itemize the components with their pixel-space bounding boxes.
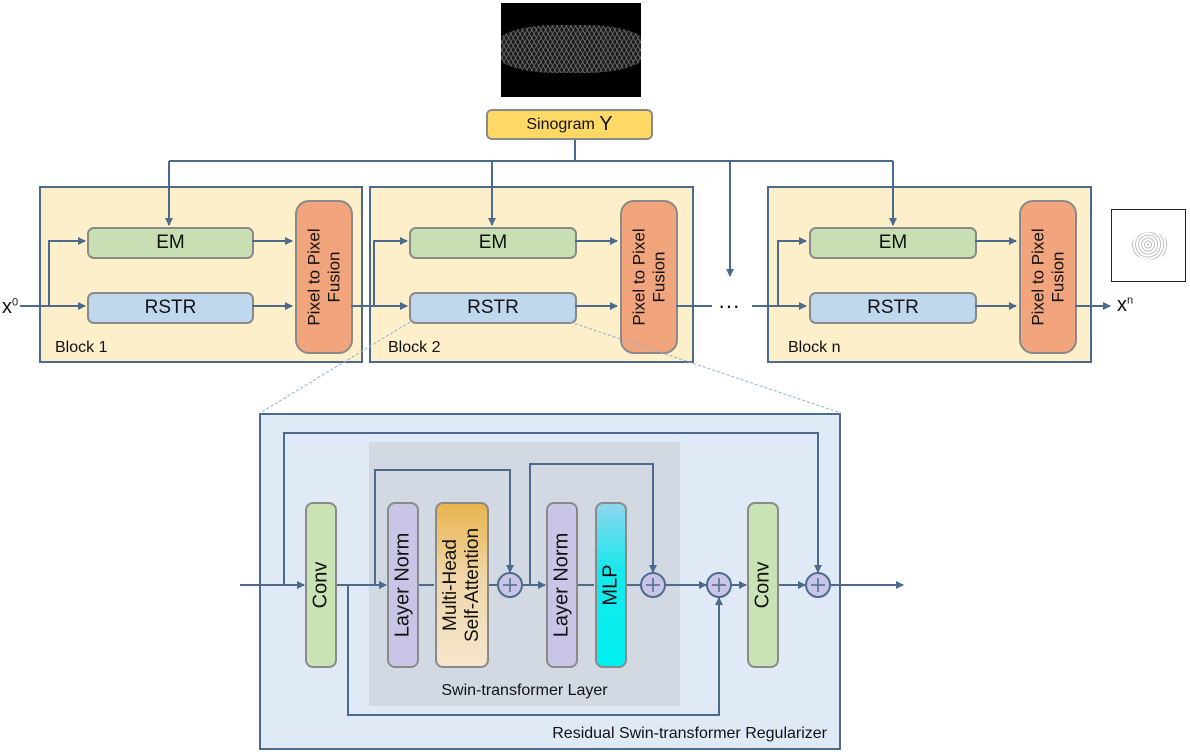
block-2: EM RSTR Pixel to Pixel Fusion Block 2 <box>369 186 694 363</box>
sinogram-symbol: Y <box>599 113 613 135</box>
input-label: x0 <box>2 296 19 318</box>
sinogram-box: Sinogram Y <box>486 109 653 140</box>
block-1: EM RSTR Pixel to Pixel Fusion Block 1 <box>39 186 363 363</box>
block-n-rstr: RSTR <box>809 292 977 324</box>
block-n-em: EM <box>809 227 977 259</box>
block-n-fusion: Pixel to Pixel Fusion <box>1019 200 1077 354</box>
block-1-em: EM <box>87 227 254 259</box>
block-2-em: EM <box>409 227 577 259</box>
swin-panel: Swin-transformer Layer <box>369 442 680 706</box>
output-image <box>1111 209 1186 282</box>
conv-1: Conv <box>305 502 337 668</box>
block-1-fusion: Pixel to Pixel Fusion <box>295 200 353 354</box>
sinogram-image <box>501 3 641 97</box>
block-2-rstr: RSTR <box>409 292 577 324</box>
mlp-block: MLP <box>595 502 627 668</box>
regularizer-title: Residual Swin-transformer Regularizer <box>552 725 827 742</box>
layer-norm-2: Layer Norm <box>546 502 578 668</box>
sinogram-label: Sinogram <box>526 115 595 133</box>
block-2-fusion: Pixel to Pixel Fusion <box>620 200 678 354</box>
output-label: xn <box>1117 294 1134 316</box>
multi-head-attention: Multi-Head Self-Attention <box>435 502 489 668</box>
block-1-label: Block 1 <box>55 339 108 356</box>
block-n-label: Block n <box>788 339 841 356</box>
block-2-label: Block 2 <box>388 339 441 356</box>
swin-title: Swin-transformer Layer <box>441 682 608 699</box>
block-n: EM RSTR Pixel to Pixel Fusion Block n <box>767 186 1092 363</box>
layer-norm-1: Layer Norm <box>387 502 419 668</box>
block-1-rstr: RSTR <box>87 292 254 324</box>
conv-2: Conv <box>747 502 779 668</box>
ellipsis: ··· <box>718 293 740 318</box>
